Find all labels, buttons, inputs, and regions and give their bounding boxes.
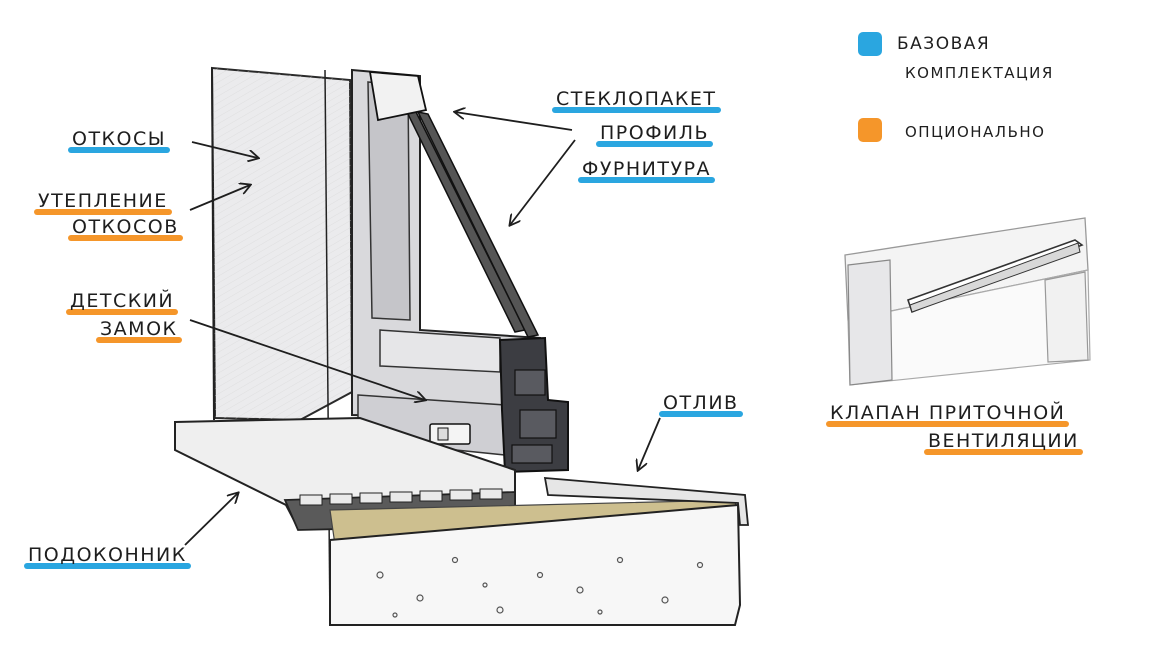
arrow-uteplenie [189, 185, 250, 211]
legend-base-swatch [858, 32, 882, 56]
label-otkosy: ОТКОСЫ [68, 128, 171, 153]
legend-base-label-line1: БАЗОВАЯ [897, 34, 991, 54]
window-ebb [543, 477, 749, 526]
arrow-detskiy-zamok [189, 319, 425, 400]
label-profil: ПРОФИЛЬ [596, 122, 714, 147]
label-detskiy-line1: ДЕТСКИЙ [66, 290, 179, 315]
callout-arrows [184, 112, 661, 546]
legend-optional-swatch [858, 118, 882, 142]
arrow-podokonnik [184, 493, 238, 546]
label-detskiy-line2: ЗАМОК [96, 318, 182, 343]
wall-concrete [329, 503, 742, 626]
label-steklopaket: СТЕКЛОПАКЕТ [552, 88, 721, 113]
ventilation-valve-illustration [844, 217, 1091, 386]
label-klapan-line1: КЛАПАН ПРИТОЧНОЙ [826, 402, 1070, 427]
arrow-furnitura [510, 139, 576, 225]
label-klapan-line2: ВЕНТИЛЯЦИИ [924, 430, 1083, 455]
arrow-otkosy [191, 141, 258, 158]
label-otliv: ОТЛИВ [659, 392, 743, 417]
window-frame [351, 68, 569, 474]
label-podokonnik: ПОДОКОННИК [24, 544, 191, 569]
label-uteplenie-line2: ОТКОСОВ [68, 216, 183, 241]
legend-optional-label: ОПЦИОНАЛЬНО [905, 123, 1046, 141]
arrow-steklopaket [455, 112, 573, 131]
arrow-otliv [638, 417, 661, 470]
legend-base-label-line2: КОМПЛЕКТАЦИЯ [905, 64, 1054, 82]
label-furnitura: ФУРНИТУРА [578, 158, 716, 183]
label-uteplenie-line1: УТЕПЛЕНИЕ [34, 190, 172, 215]
